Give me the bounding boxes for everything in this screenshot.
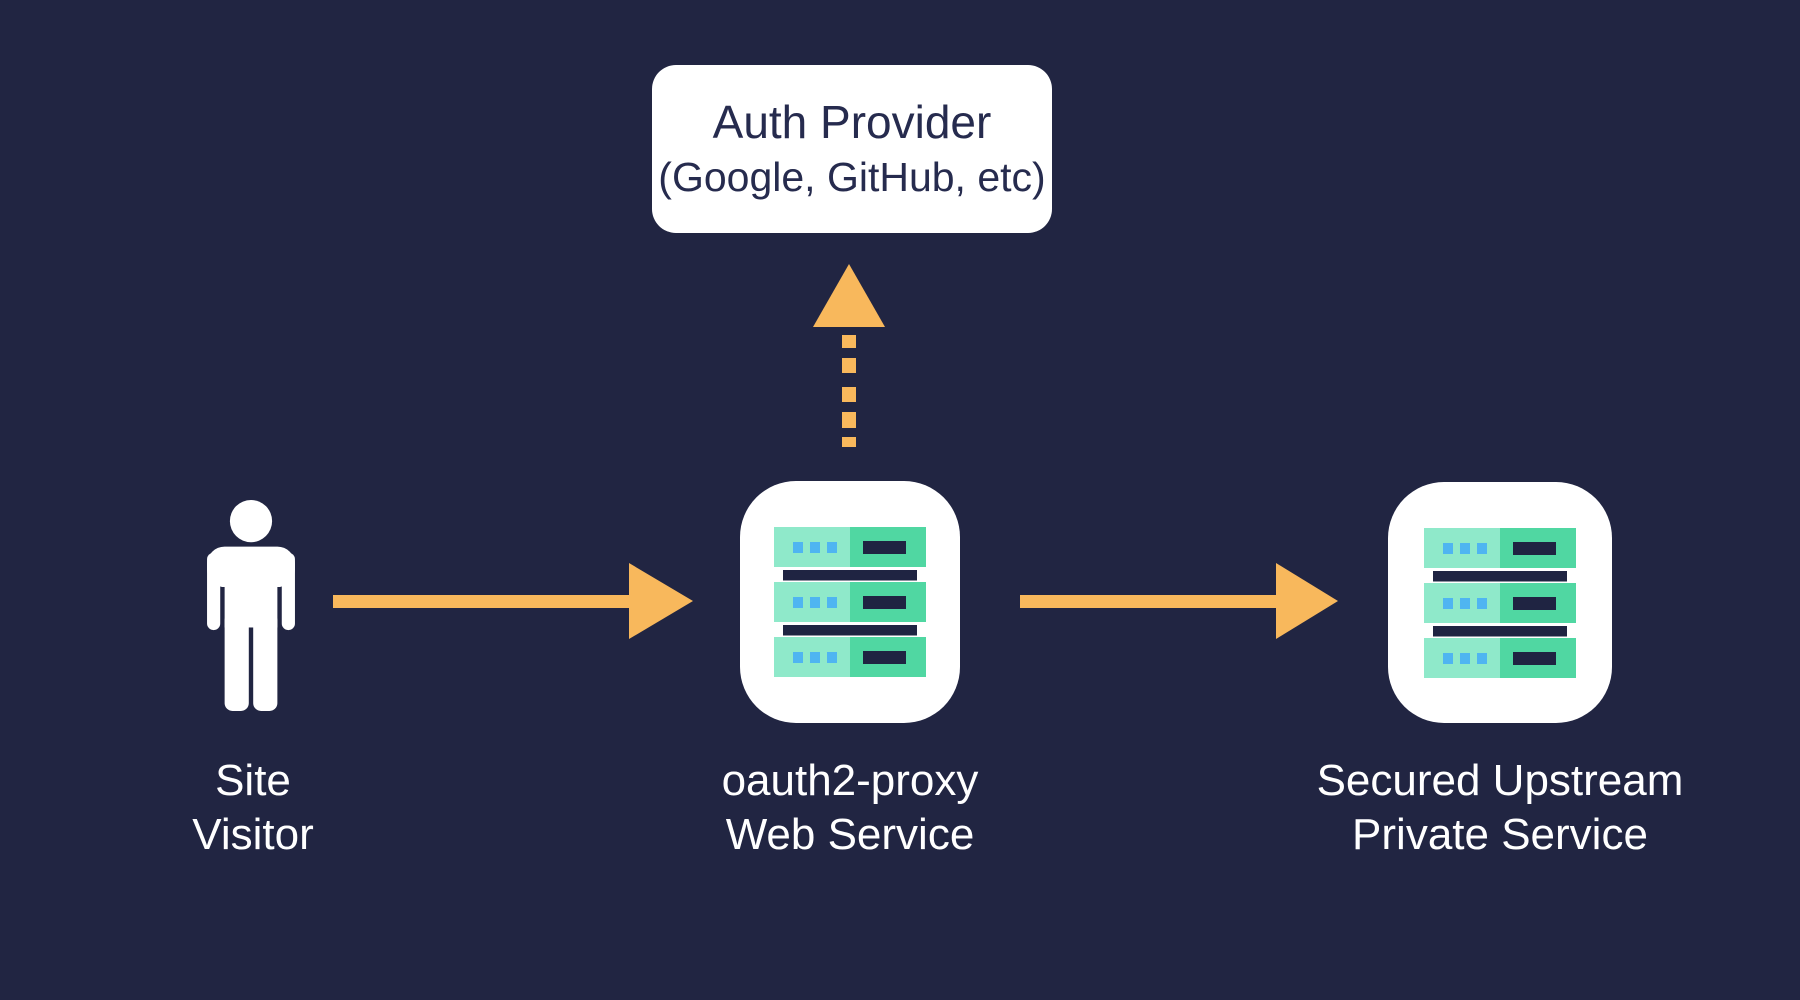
server-separator (1433, 570, 1567, 581)
server-unit-3 (774, 637, 926, 677)
server-unit-1 (774, 527, 926, 567)
arrow-head (1276, 563, 1338, 639)
oauth2-proxy-label: oauth2-proxy Web Service (650, 754, 1050, 862)
private-service-label-line1: Secured Upstream (1316, 756, 1684, 805)
server-stack-icon (1424, 527, 1576, 678)
person-head (229, 500, 273, 543)
arrow-visitor-to-proxy (333, 563, 693, 639)
private-service-label-line2: Private Service (1352, 810, 1648, 859)
person-leg-left (224, 612, 249, 711)
site-visitor-label-line2: Visitor (192, 810, 314, 859)
server-separator (1433, 625, 1567, 636)
dashed-arrow-to-auth-provider (813, 264, 885, 447)
server-unit-2 (1424, 582, 1576, 623)
private-service-node (1388, 482, 1612, 723)
server-separator (783, 625, 917, 636)
oauth2-proxy-label-line2: Web Service (725, 810, 975, 859)
person-arm-right (281, 552, 295, 631)
person-arm-left (207, 552, 221, 631)
auth-provider-node: Auth Provider (Google, GitHub, etc) (652, 65, 1052, 233)
server-unit-3 (1424, 637, 1576, 678)
auth-provider-title: Auth Provider (712, 96, 992, 148)
auth-provider-subtitle: (Google, GitHub, etc) (658, 154, 1046, 200)
arrow-shaft (1020, 595, 1282, 608)
person-icon (207, 500, 295, 711)
arrow-shaft (333, 595, 633, 608)
server-stack-icon (774, 527, 926, 677)
server-unit-1 (1424, 527, 1576, 568)
private-service-label: Secured Upstream Private Service (1290, 754, 1710, 862)
oauth2-proxy-label-line1: oauth2-proxy (721, 756, 979, 805)
site-visitor-label-line1: Site (215, 756, 291, 805)
arrow-proxy-to-upstream (1020, 563, 1338, 639)
dashed-arrow-head (813, 264, 885, 327)
server-unit-2 (774, 582, 926, 622)
dashed-arrow-dashes (842, 335, 856, 447)
oauth2-proxy-node (740, 481, 960, 723)
person-leg-right (253, 612, 278, 711)
site-visitor-label: Site Visitor (53, 754, 453, 862)
server-separator (783, 570, 917, 581)
arrow-head (629, 563, 693, 639)
